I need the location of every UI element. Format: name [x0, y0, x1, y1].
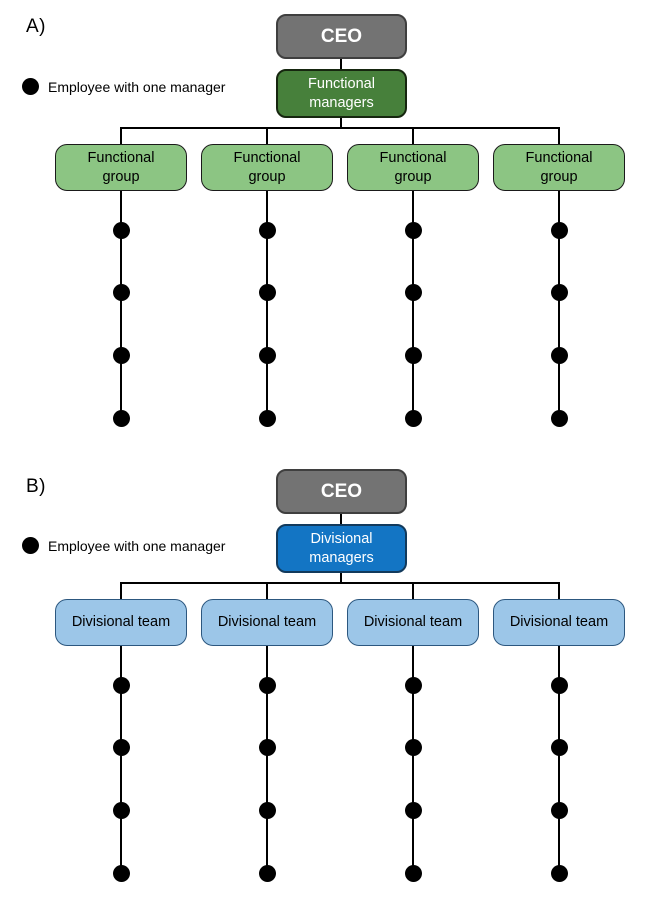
ceo-label: CEO: [320, 25, 363, 47]
employee-dot: [550, 864, 568, 882]
functional-managers-label: Functional managers: [308, 76, 375, 111]
employee-chain: [112, 191, 130, 427]
panel-divisional-structure: B) Employee with one manager CEO Divisio…: [0, 455, 650, 900]
branch-stub: [412, 127, 414, 144]
employee-dot-icon: [22, 78, 39, 95]
employee-chain: [550, 646, 568, 882]
branch-stub: [266, 582, 268, 599]
employee-dot: [258, 738, 276, 756]
divisional-team-node: Divisional team: [493, 599, 625, 646]
connector-manager-to-branch: [340, 118, 342, 127]
employee-dot: [404, 801, 422, 819]
panel-functional-structure: A) Employee with one manager CEO Functio…: [0, 0, 650, 445]
employee-dot: [550, 676, 568, 694]
connector-ceo-to-manager: [340, 59, 342, 69]
legend-a: Employee with one manager: [22, 78, 225, 95]
employee-dot: [404, 221, 422, 239]
divisional-team-label: Divisional team: [217, 614, 317, 631]
employee-dot: [112, 738, 130, 756]
employee-dot: [258, 283, 276, 301]
employee-dot: [550, 346, 568, 364]
panel-b-label: B): [26, 476, 46, 497]
branch-stub: [266, 127, 268, 144]
branch-stub: [120, 582, 122, 599]
connector-manager-to-branch: [340, 573, 342, 582]
employee-dot: [550, 283, 568, 301]
employee-dot: [258, 409, 276, 427]
employee-dot: [550, 409, 568, 427]
employee-chain: [258, 191, 276, 427]
employee-chain: [112, 646, 130, 882]
employee-dot: [404, 346, 422, 364]
employee-dot: [404, 676, 422, 694]
employee-dot: [112, 409, 130, 427]
employee-dot: [112, 801, 130, 819]
divisional-team-label: Divisional team: [363, 614, 463, 631]
employee-dot: [404, 864, 422, 882]
functional-group-label: Functional group: [379, 150, 447, 185]
employee-dot: [112, 676, 130, 694]
legend-a-label: Employee with one manager: [48, 78, 226, 95]
functional-group-label: Functional group: [87, 150, 155, 185]
employee-dot: [550, 221, 568, 239]
functional-group-node: Functional group: [493, 144, 625, 191]
employee-dot-icon: [22, 537, 39, 554]
ceo-node: CEO: [276, 469, 407, 514]
employee-dot: [258, 346, 276, 364]
employee-dot: [550, 738, 568, 756]
employee-dot: [258, 801, 276, 819]
branch-line: [120, 582, 560, 584]
functional-managers-node: Functional managers: [276, 69, 407, 118]
ceo-node: CEO: [276, 14, 407, 59]
divisional-managers-label: Divisional managers: [309, 531, 374, 566]
employee-dot: [258, 221, 276, 239]
functional-group-label: Functional group: [525, 150, 593, 185]
employee-dot: [112, 346, 130, 364]
employee-dot: [112, 864, 130, 882]
employee-dot: [112, 221, 130, 239]
branch-stub: [412, 582, 414, 599]
legend-b-label: Employee with one manager: [48, 537, 226, 554]
functional-group-node: Functional group: [347, 144, 479, 191]
divisional-team-label: Divisional team: [509, 614, 609, 631]
branch-stub: [120, 127, 122, 144]
employee-dot: [258, 864, 276, 882]
divisional-team-node: Divisional team: [201, 599, 333, 646]
employee-chain: [550, 191, 568, 427]
connector-ceo-to-manager: [340, 514, 342, 524]
functional-group-node: Functional group: [55, 144, 187, 191]
functional-group-node: Functional group: [201, 144, 333, 191]
employee-chain: [258, 646, 276, 882]
ceo-label: CEO: [320, 480, 363, 502]
functional-group-label: Functional group: [233, 150, 301, 185]
employee-dot: [550, 801, 568, 819]
panel-a-label: A): [26, 16, 46, 37]
employee-dot: [404, 738, 422, 756]
divisional-team-node: Divisional team: [55, 599, 187, 646]
divisional-team-label: Divisional team: [71, 614, 171, 631]
divisional-managers-node: Divisional managers: [276, 524, 407, 573]
employee-dot: [404, 409, 422, 427]
employee-chain: [404, 646, 422, 882]
divisional-team-node: Divisional team: [347, 599, 479, 646]
branch-stub: [558, 127, 560, 144]
employee-chain: [404, 191, 422, 427]
employee-dot: [258, 676, 276, 694]
branch-stub: [558, 582, 560, 599]
legend-b: Employee with one manager: [22, 537, 225, 554]
branch-line: [120, 127, 560, 129]
employee-dot: [404, 283, 422, 301]
employee-dot: [112, 283, 130, 301]
